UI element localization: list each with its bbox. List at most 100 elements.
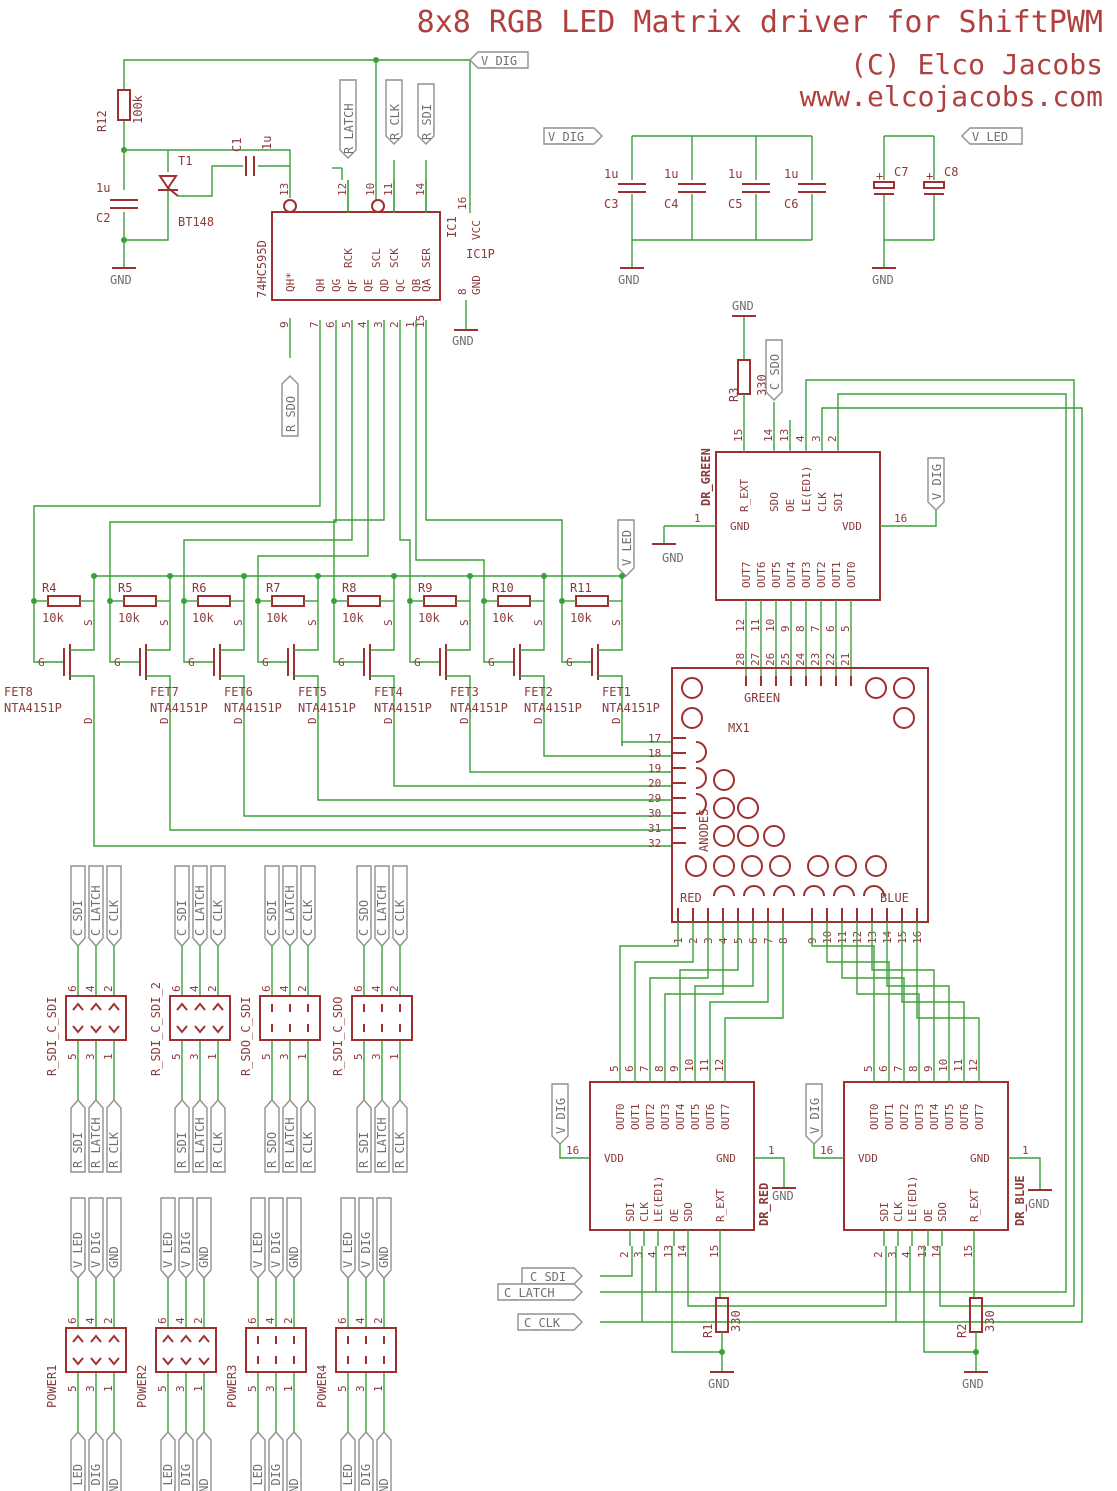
net-flag-label: R_LATCH	[89, 1117, 103, 1168]
drain-pin: D	[82, 717, 95, 724]
net-flag-c-latch: C_LATCH	[497, 1283, 583, 1301]
svg-text:C_SDO: C_SDO	[768, 354, 782, 390]
driver-out-name: OUT7	[973, 1104, 986, 1131]
driver-out-num: 11	[698, 1059, 711, 1072]
driver-out-name: OUT6	[958, 1104, 971, 1131]
driver-pin-num: 13	[916, 1245, 929, 1258]
ic1-pin-num: 4	[356, 321, 369, 328]
led-pad	[769, 855, 791, 877]
svg-text:MX1: MX1	[728, 721, 750, 735]
header-pin-num: 5	[66, 1385, 79, 1392]
matrix-pin-num: 21	[839, 653, 852, 666]
svg-text:C_SDI: C_SDI	[530, 1270, 566, 1284]
t1-label: T1	[178, 154, 192, 168]
net-flag-c-clk: C_CLK	[517, 1313, 583, 1331]
driver-out-name: OUT7	[719, 1104, 732, 1131]
net-flag-label: C_LATCH	[283, 885, 297, 936]
gate-pin: G	[414, 656, 421, 669]
res-name: R9	[418, 581, 432, 595]
ic1-pin-num: 2	[388, 321, 401, 328]
header-pin-num: 5	[246, 1385, 259, 1392]
svg-text:16: 16	[820, 1144, 833, 1157]
net-flag-label: GND	[197, 1246, 211, 1268]
net-flag-c-sdi: C_SDI	[521, 1267, 583, 1285]
driver-out-name: OUT0	[868, 1104, 881, 1131]
header-pin-num: 4	[370, 985, 383, 992]
net-flag-v-dig: V_DIG	[469, 51, 529, 69]
gate-pin: G	[566, 656, 573, 669]
ic1-body	[271, 211, 441, 301]
header-pin-num: 1	[388, 1053, 401, 1060]
res-name: R10	[492, 581, 514, 595]
driver-out-name: OUT3	[913, 1104, 926, 1131]
net-flag-label: C_CLK	[393, 899, 407, 936]
net-flag-label: V_LED	[71, 1232, 85, 1268]
driver-out-name: OUT6	[704, 1104, 717, 1131]
gate-pin: G	[188, 656, 195, 669]
c1-label: C1	[230, 138, 244, 152]
svg-text:R_SDI: R_SDI	[420, 104, 434, 140]
res-name: R8	[342, 581, 356, 595]
net-flag-label: GND	[107, 1478, 121, 1491]
driver-out-num: 10	[937, 1059, 950, 1072]
driver-out-num: 5	[862, 1065, 875, 1072]
driver-red: DR_RED VDD GND 16 1 GND V_DIG OUT05OUT16…	[551, 922, 796, 1258]
source-pin: S	[158, 619, 171, 626]
ic1-pin-name: QH*	[284, 272, 297, 292]
ic1-pin-num: 9	[278, 321, 291, 328]
c2-label: C2	[96, 211, 110, 225]
net-flag-label: R_LATCH	[193, 1117, 207, 1168]
svg-text:DR_BLUE: DR_BLUE	[1013, 1175, 1028, 1226]
net-flag-label: C_CLK	[107, 899, 121, 936]
drain-pin: D	[532, 717, 545, 724]
fet-name: FET1	[602, 685, 631, 699]
cap-name: C4	[664, 197, 678, 211]
header-pin-num: 4	[174, 1317, 187, 1324]
net-flag-label: R_SDO	[265, 1132, 279, 1168]
title-line-3: www.elcojacobs.com	[800, 80, 1103, 113]
driver-pin-name: OE	[784, 499, 797, 512]
net-flag-v-led: V_LED	[961, 127, 1023, 145]
header-pin-num: 5	[352, 1053, 365, 1060]
ic1-pin-name: QB	[410, 278, 423, 292]
ic1-pin-num: 6	[324, 321, 337, 328]
net-flag-label: GND	[377, 1478, 391, 1491]
svg-text:R_CLK: R_CLK	[388, 103, 402, 140]
ic1-value: 74HC595D	[255, 240, 269, 298]
svg-text:1: 1	[694, 512, 701, 525]
net-flag-label: V_LED	[71, 1464, 85, 1491]
header-pin-num: 4	[354, 1317, 367, 1324]
fet-row: V_LED R410kGSDFET8NTA4151PR510kGSDFET7NT…	[4, 320, 672, 847]
header-pin-num: 3	[84, 1053, 97, 1060]
led-pad	[763, 825, 785, 847]
ic1-pin-name: QF	[346, 279, 359, 292]
svg-text:C_CLK: C_CLK	[524, 1316, 561, 1330]
ic1-pin-num: 14	[414, 182, 427, 196]
driver-out-name: OUT2	[644, 1104, 657, 1131]
driver-pin-name: SDO	[768, 492, 781, 512]
fet-value: NTA4151P	[374, 701, 432, 715]
driver-pin-num: 2	[826, 435, 839, 442]
driver-out-name: OUT5	[943, 1104, 956, 1131]
matrix-pin-num: 25	[779, 653, 792, 666]
matrix-anode-pin: 19	[648, 762, 661, 775]
driver-out-name: OUT3	[659, 1104, 672, 1131]
matrix-pin-num: 26	[764, 653, 777, 666]
net-flag-label: GND	[107, 1246, 121, 1268]
svg-text:V_DIG: V_DIG	[481, 54, 517, 68]
led-pad	[681, 707, 703, 729]
matrix-pin-num: 28	[734, 653, 747, 666]
driver-pin-name: SDI	[832, 492, 845, 512]
header-pin-num: 6	[260, 985, 273, 992]
fet-value: NTA4151P	[224, 701, 282, 715]
net-flag-label: V_LED	[251, 1232, 265, 1268]
fet-name: FET3	[450, 685, 479, 699]
driver-out-num: 7	[809, 625, 822, 632]
ic1-pin-num: 1	[404, 321, 417, 328]
net-flag-v-led-fet: V_LED	[617, 519, 635, 577]
led-pad	[893, 677, 915, 699]
matrix-pin-num: 22	[824, 653, 837, 666]
